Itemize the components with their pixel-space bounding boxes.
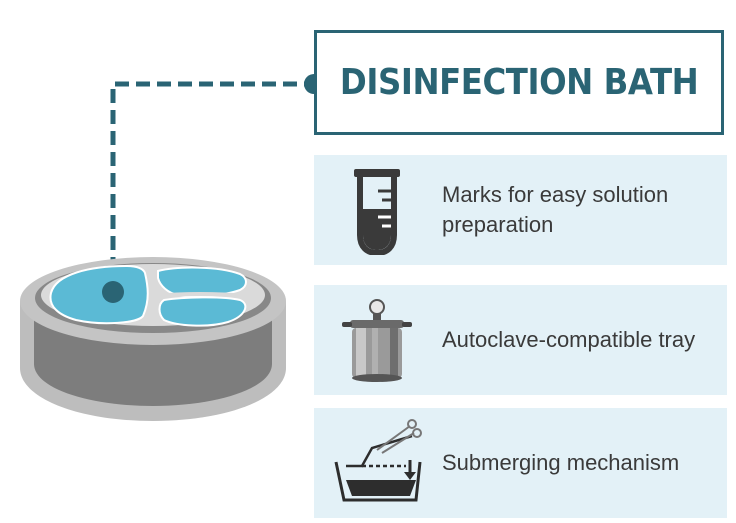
feature-panel-autoclave: Autoclave-compatible tray bbox=[314, 285, 727, 395]
feature-label: Marks for easy solution preparation bbox=[442, 182, 669, 237]
feature-panel-submerging: Submerging mechanism bbox=[314, 408, 727, 518]
feature-label: Submerging mechanism bbox=[442, 450, 680, 475]
feature-label: Autoclave-compatible tray bbox=[442, 327, 696, 352]
autoclave-icon bbox=[342, 299, 412, 382]
submerge-tray-icon bbox=[334, 419, 422, 502]
page-title: DISINFECTION BATH bbox=[339, 62, 699, 103]
title-box: DISINFECTION BATH bbox=[314, 30, 724, 135]
test-tube-icon bbox=[354, 169, 400, 255]
disinfection-bath-device bbox=[20, 257, 286, 421]
feature-panel-marks: Marks for easy solution preparation bbox=[314, 155, 727, 265]
